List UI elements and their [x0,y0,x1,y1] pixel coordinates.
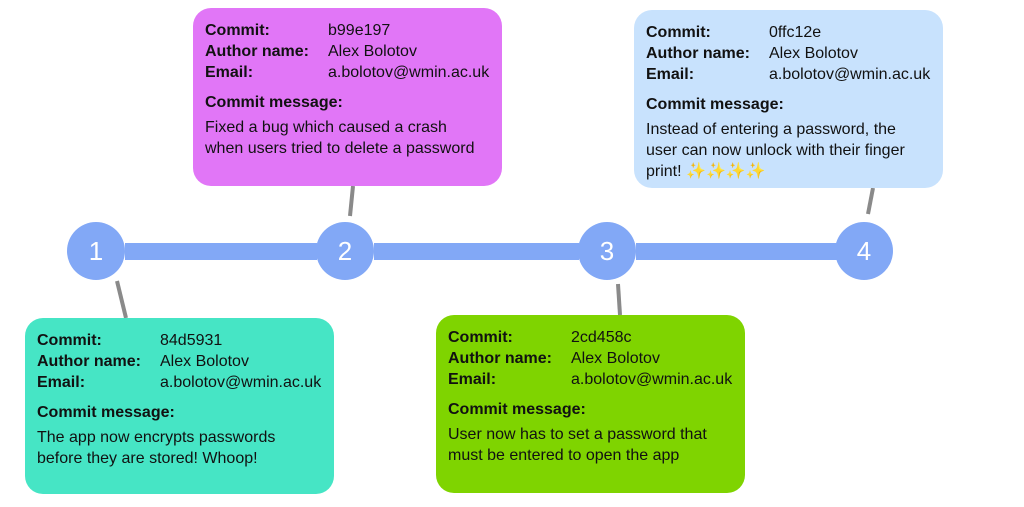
email-value: a.bolotov@wmin.ac.uk [328,64,490,81]
email-value: a.bolotov@wmin.ac.uk [571,371,733,388]
commit-label: Commit: [205,22,270,39]
author-name: Alex Bolotov [328,43,417,60]
timeline-track-3-4 [636,243,837,260]
commit-label: Commit: [448,329,513,346]
commit-hash: 2cd458c [571,329,632,346]
author-name: Alex Bolotov [160,353,249,370]
author-label: Author name: [448,350,552,367]
commit-card-4[interactable]: Commit: 0ffc12e Author name: Alex Boloto… [634,10,943,188]
timeline-node-4[interactable]: 4 [835,222,893,280]
commit-message-label: Commit message: [448,401,586,418]
timeline-track-1-2 [125,243,317,260]
author-label: Author name: [205,43,309,60]
commit-card-3[interactable]: Commit: 2cd458c Author name: Alex Boloto… [436,315,745,493]
commit-row: Commit: 0ffc12e [646,22,931,43]
author-label: Author name: [37,353,141,370]
author-row: Author name: Alex Bolotov [448,348,733,369]
node-number: 4 [857,236,871,266]
email-label: Email: [205,64,254,81]
commit-hash: 84d5931 [160,332,223,349]
timeline-node-1[interactable]: 1 [67,222,125,280]
timeline-node-2[interactable]: 2 [316,222,374,280]
connector-2 [348,185,355,217]
author-row: Author name: Alex Bolotov [205,41,490,62]
connector-3 [616,283,622,316]
commit-message: The app now encrypts passwords before th… [37,429,276,467]
commit-message: Fixed a bug which caused a crash when us… [205,119,475,157]
email-row: Email: a.bolotov@wmin.ac.uk [448,369,733,390]
author-row: Author name: Alex Bolotov [646,43,931,64]
commit-message: Instead of entering a password, the user… [646,121,905,180]
commit-message-label: Commit message: [205,94,343,111]
email-value: a.bolotov@wmin.ac.uk [769,66,931,83]
timeline-track-2-3 [374,243,579,260]
commit-message-label: Commit message: [646,96,784,113]
email-row: Email: a.bolotov@wmin.ac.uk [205,62,490,83]
author-name: Alex Bolotov [571,350,660,367]
author-name: Alex Bolotov [769,45,858,62]
author-label: Author name: [646,45,750,62]
email-label: Email: [448,371,497,388]
email-row: Email: a.bolotov@wmin.ac.uk [646,64,931,85]
email-value: a.bolotov@wmin.ac.uk [160,374,322,391]
commit-label: Commit: [37,332,102,349]
commit-row: Commit: 2cd458c [448,327,733,348]
commit-card-2[interactable]: Commit: b99e197 Author name: Alex Boloto… [193,8,502,186]
email-row: Email: a.bolotov@wmin.ac.uk [37,372,322,393]
timeline-node-3[interactable]: 3 [578,222,636,280]
node-number: 1 [89,236,103,266]
commit-card-1[interactable]: Commit: 84d5931 Author name: Alex Boloto… [25,318,334,494]
node-number: 2 [338,236,352,266]
node-number: 3 [600,236,614,266]
commit-hash: b99e197 [328,22,391,39]
commit-message: User now has to set a password that must… [448,426,707,464]
email-label: Email: [37,374,86,391]
email-label: Email: [646,66,695,83]
connector-1 [115,280,128,319]
commit-hash: 0ffc12e [769,24,822,41]
commit-row: Commit: 84d5931 [37,330,322,351]
commit-message-label: Commit message: [37,404,175,421]
author-row: Author name: Alex Bolotov [37,351,322,372]
commit-label: Commit: [646,24,711,41]
commit-row: Commit: b99e197 [205,20,490,41]
connector-4 [866,187,875,215]
